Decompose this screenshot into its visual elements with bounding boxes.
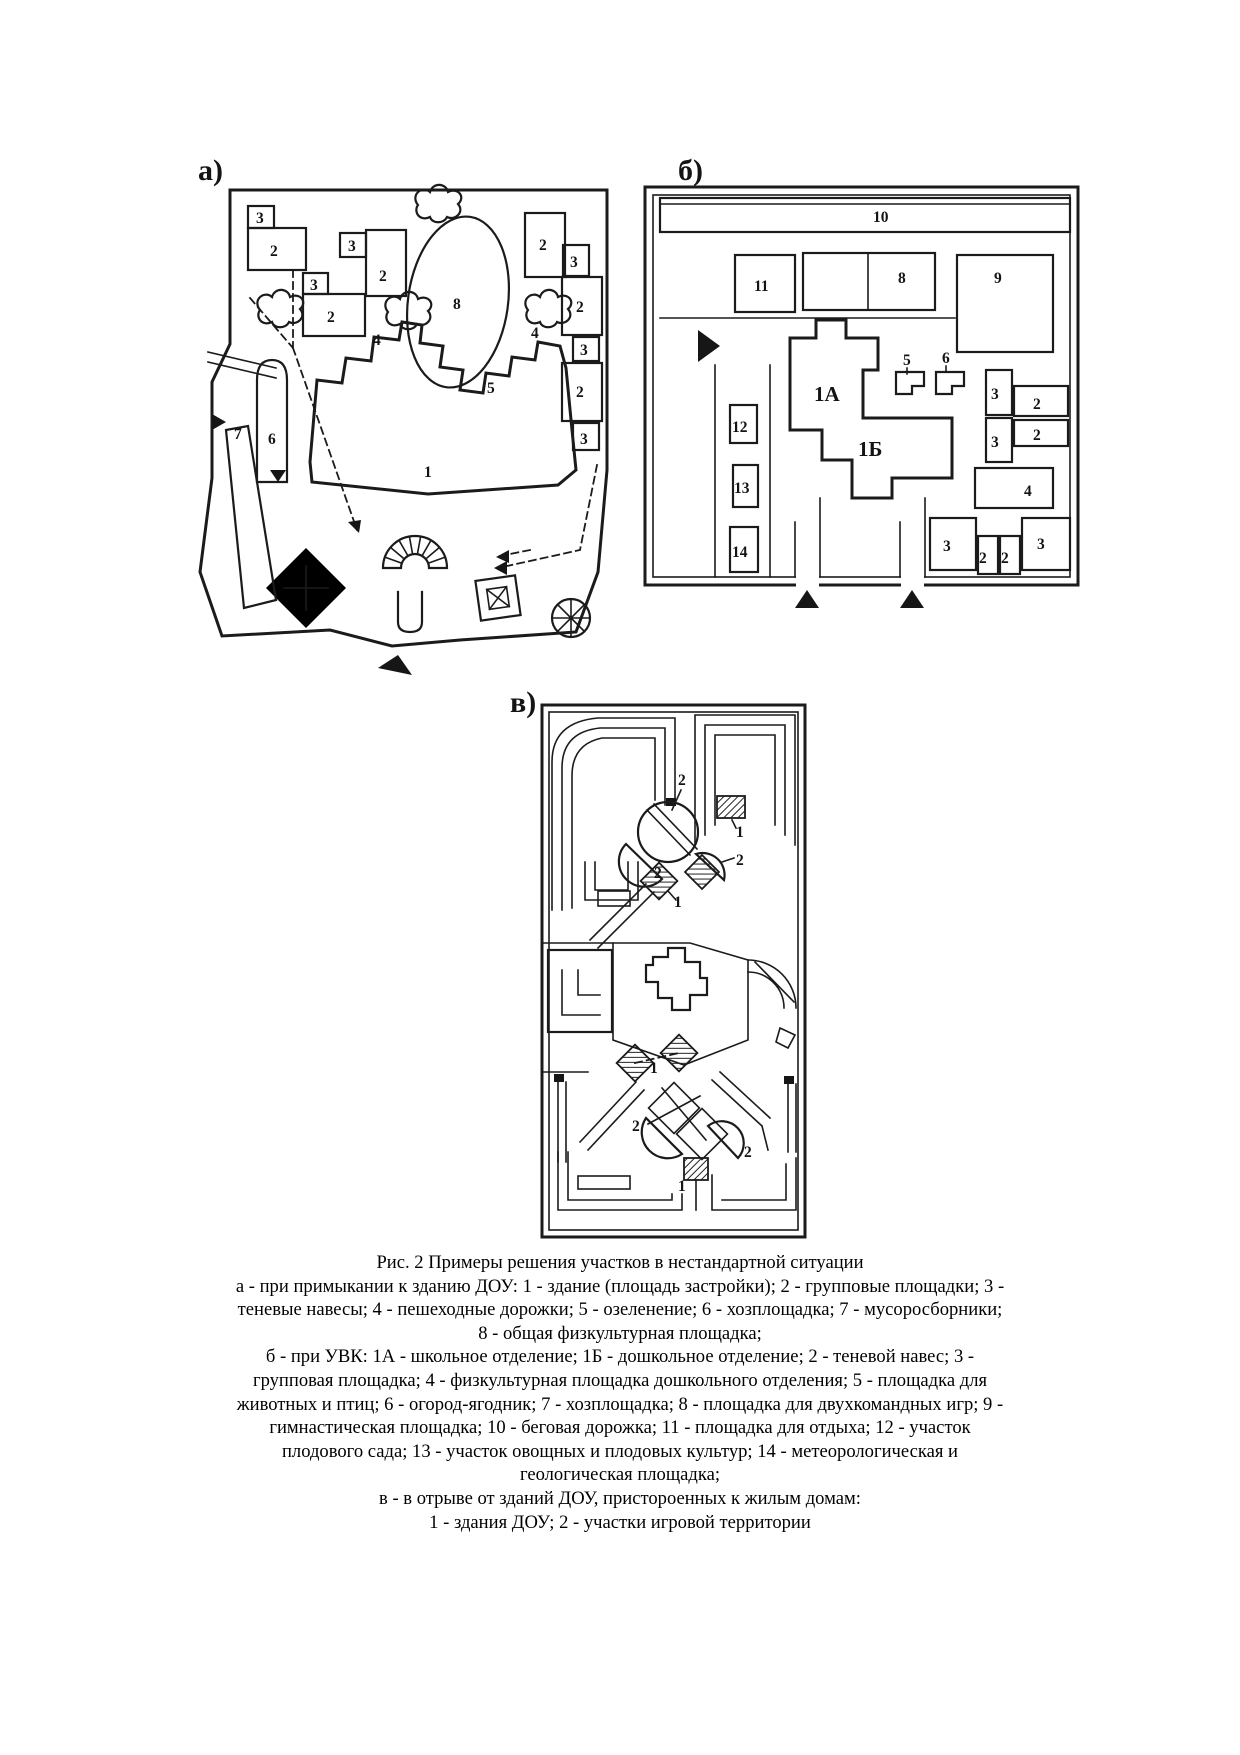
sports-oval-a	[405, 215, 511, 389]
plan-number-label: 1	[424, 464, 432, 481]
play-equipment-a	[224, 358, 592, 639]
plan-number-label: 2	[744, 1144, 752, 1161]
plan-b-panel: б)	[620, 130, 1090, 630]
entrance-markers-b	[698, 330, 924, 608]
school-building-b	[788, 318, 954, 500]
plan-number-label: 1Б	[858, 437, 882, 461]
caption-line: плодового сада; 13 - участок овощных и п…	[281, 1440, 959, 1462]
plan-number-label: 1	[678, 1178, 686, 1195]
caption-line: Рис. 2 Примеры решения участков в нестан…	[376, 1252, 864, 1273]
plan-number-label: 3	[580, 342, 588, 359]
group-and-canopy-areas-a	[246, 204, 604, 452]
site-boundary-b	[643, 185, 1080, 588]
plan-number-label: 8	[453, 296, 461, 313]
plan-number-label: 2	[1001, 550, 1009, 567]
plan-a-figure: а)	[198, 154, 609, 675]
caption-line: животных и птиц; 6 - огород-ягодник; 7 -…	[236, 1393, 1004, 1415]
plan-number-label: 5	[487, 380, 495, 397]
plan-number-label: 12	[732, 419, 748, 436]
middle-band-v	[546, 890, 797, 1066]
plan-number-label: 3	[256, 210, 264, 227]
plan-v-figure: в)	[510, 686, 807, 1239]
upper-right-yard-v	[694, 714, 796, 846]
plan-number-label: 2	[1033, 396, 1041, 413]
caption-line: б - при УВК: 1А - школьное отделение; 1Б…	[265, 1346, 975, 1368]
plan-number-label: 14	[732, 544, 748, 561]
plan-b-figure: б)	[643, 154, 1080, 608]
caption-line: в - в отрыве от зданий ДОУ, пристороенны…	[379, 1487, 861, 1509]
plan-number-label: 1А	[814, 382, 841, 406]
plan-number-label: 3	[991, 386, 999, 403]
plan-number-label: 10	[873, 209, 889, 226]
plan-number-label: 3	[943, 538, 951, 555]
plan-number-label: 2	[576, 299, 584, 316]
plan-number-label: 3	[580, 431, 588, 448]
plan-number-label: 2	[1033, 427, 1041, 444]
animal-and-garden-areas-b	[894, 365, 966, 396]
plan-a-panel: а)	[160, 130, 610, 690]
plan-number-label: 9	[994, 270, 1002, 287]
plan-number-label: 1	[650, 1060, 658, 1077]
site-boundary-a	[198, 188, 609, 648]
lower-playground-v	[578, 1033, 772, 1211]
plan-number-label: 2	[270, 243, 278, 260]
plan-v-panel: в)	[450, 610, 820, 1260]
plan-number-label: 6	[268, 431, 276, 448]
plan-number-label: 5	[903, 352, 911, 369]
plan-number-label: 2	[979, 550, 987, 567]
plan-number-label: 13	[734, 480, 750, 497]
plan-number-label: 2	[736, 852, 744, 869]
lower-yards-v	[554, 1074, 797, 1211]
areas-row-b	[659, 251, 1055, 354]
plan-number-label: 4	[531, 325, 539, 342]
trees-a	[256, 183, 573, 331]
plan-number-label: 2	[327, 309, 335, 326]
plan-number-label: 3	[1037, 536, 1045, 553]
plan-number-label: 11	[754, 278, 769, 295]
plan-a-letter: а)	[198, 154, 223, 187]
caption-line: а - при примыкании к зданию ДОУ: 1 - зда…	[235, 1275, 1005, 1297]
plan-number-label: 2	[678, 772, 686, 789]
plan-number-label: 1	[736, 824, 744, 841]
caption-line: гимнастическая площадка; 10 - беговая до…	[269, 1417, 971, 1439]
caption-line: 8 - общая физкультурная площадка;	[478, 1322, 762, 1344]
caption-line: групповая площадка; 4 - физкультурная пл…	[252, 1369, 988, 1391]
pedestrian-paths-dashed-a	[248, 269, 599, 575]
plan-number-label: 3	[310, 277, 318, 294]
figure-caption: Рис. 2 Примеры решения участков в нестан…	[110, 1251, 1130, 1534]
plan-number-label: 2	[632, 1118, 640, 1135]
plan-number-label: 2	[379, 268, 387, 285]
right-cluster-b	[973, 368, 1070, 510]
plan-number-label: 3	[991, 434, 999, 451]
plan-number-label: 3	[570, 254, 578, 271]
plan-number-label: 4	[373, 332, 381, 349]
plan-number-label: 2	[654, 865, 662, 882]
plan-b-letter: б)	[678, 154, 703, 187]
caption-line: 1 - здания ДОУ; 2 - участки игровой терр…	[429, 1511, 811, 1533]
plan-number-label: 3	[348, 238, 356, 255]
orchard-strip-b	[713, 335, 771, 578]
plan-number-label: 4	[1024, 483, 1032, 500]
plan-number-label: 2	[576, 384, 584, 401]
building-footprint-a	[308, 320, 578, 496]
upper-playground-v	[588, 788, 746, 950]
plan-number-label: 8	[898, 270, 906, 287]
running-track-b	[658, 196, 1072, 234]
plan-number-label: 2	[539, 237, 547, 254]
plan-number-label: 6	[942, 350, 950, 367]
caption-line: геологическая площадка;	[519, 1464, 721, 1486]
plan-v-letter: в)	[510, 686, 536, 719]
entrance-markers-a	[212, 414, 412, 675]
bottom-row-b	[794, 497, 1072, 578]
plan-number-label: 7	[234, 426, 242, 443]
plan-number-label: 1	[674, 894, 682, 911]
caption-line: теневые навесы; 4 - пешеходные дорожки; …	[237, 1299, 1003, 1321]
